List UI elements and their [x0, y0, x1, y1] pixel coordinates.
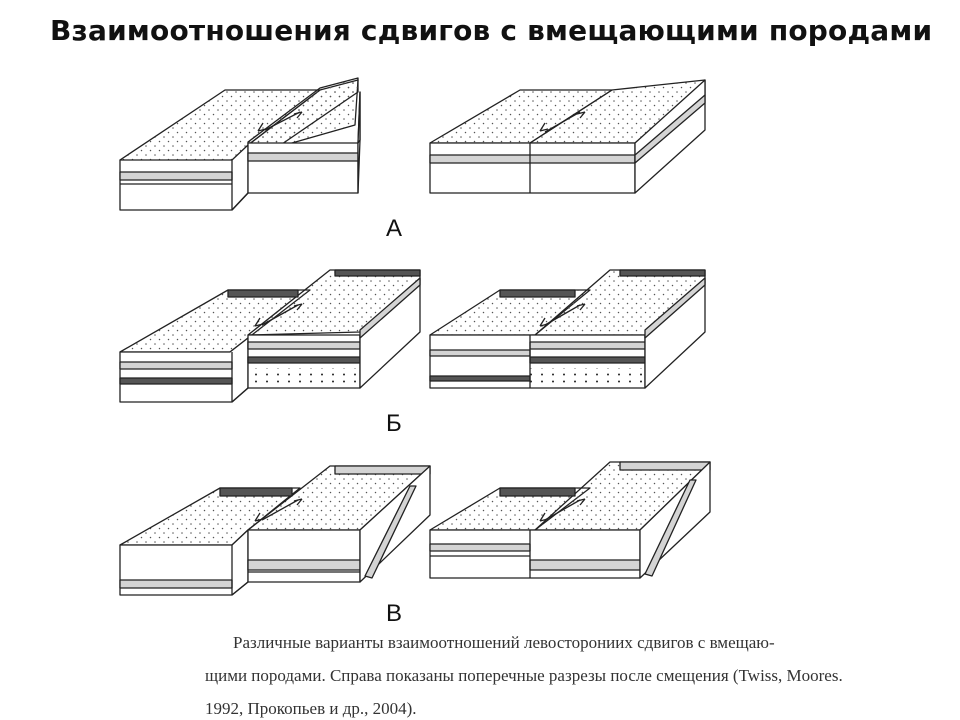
- slide-title: Взаимоотношения сдвигов с вмещающими пор…: [50, 14, 933, 47]
- caption-line-3: 1992, Прокопьев и др., 2004).: [205, 699, 417, 718]
- caption-line-1: Различные варианты взаимоотношений левос…: [233, 633, 775, 652]
- slip-arrows: [254, 111, 586, 522]
- panel-label-v: В: [386, 600, 403, 627]
- diagram-v-left: [119, 465, 431, 596]
- diagram-b-left: [119, 269, 421, 403]
- diagram-v-right: [429, 461, 711, 579]
- caption-line-2: щими породами. Справа показаны поперечны…: [205, 666, 843, 685]
- diagram-b-right: [429, 269, 706, 389]
- diagram-a-left: [119, 77, 361, 211]
- panel-label-b: Б: [386, 410, 402, 437]
- diagram-a-right: [429, 79, 706, 194]
- panel-label-a: А: [386, 215, 403, 242]
